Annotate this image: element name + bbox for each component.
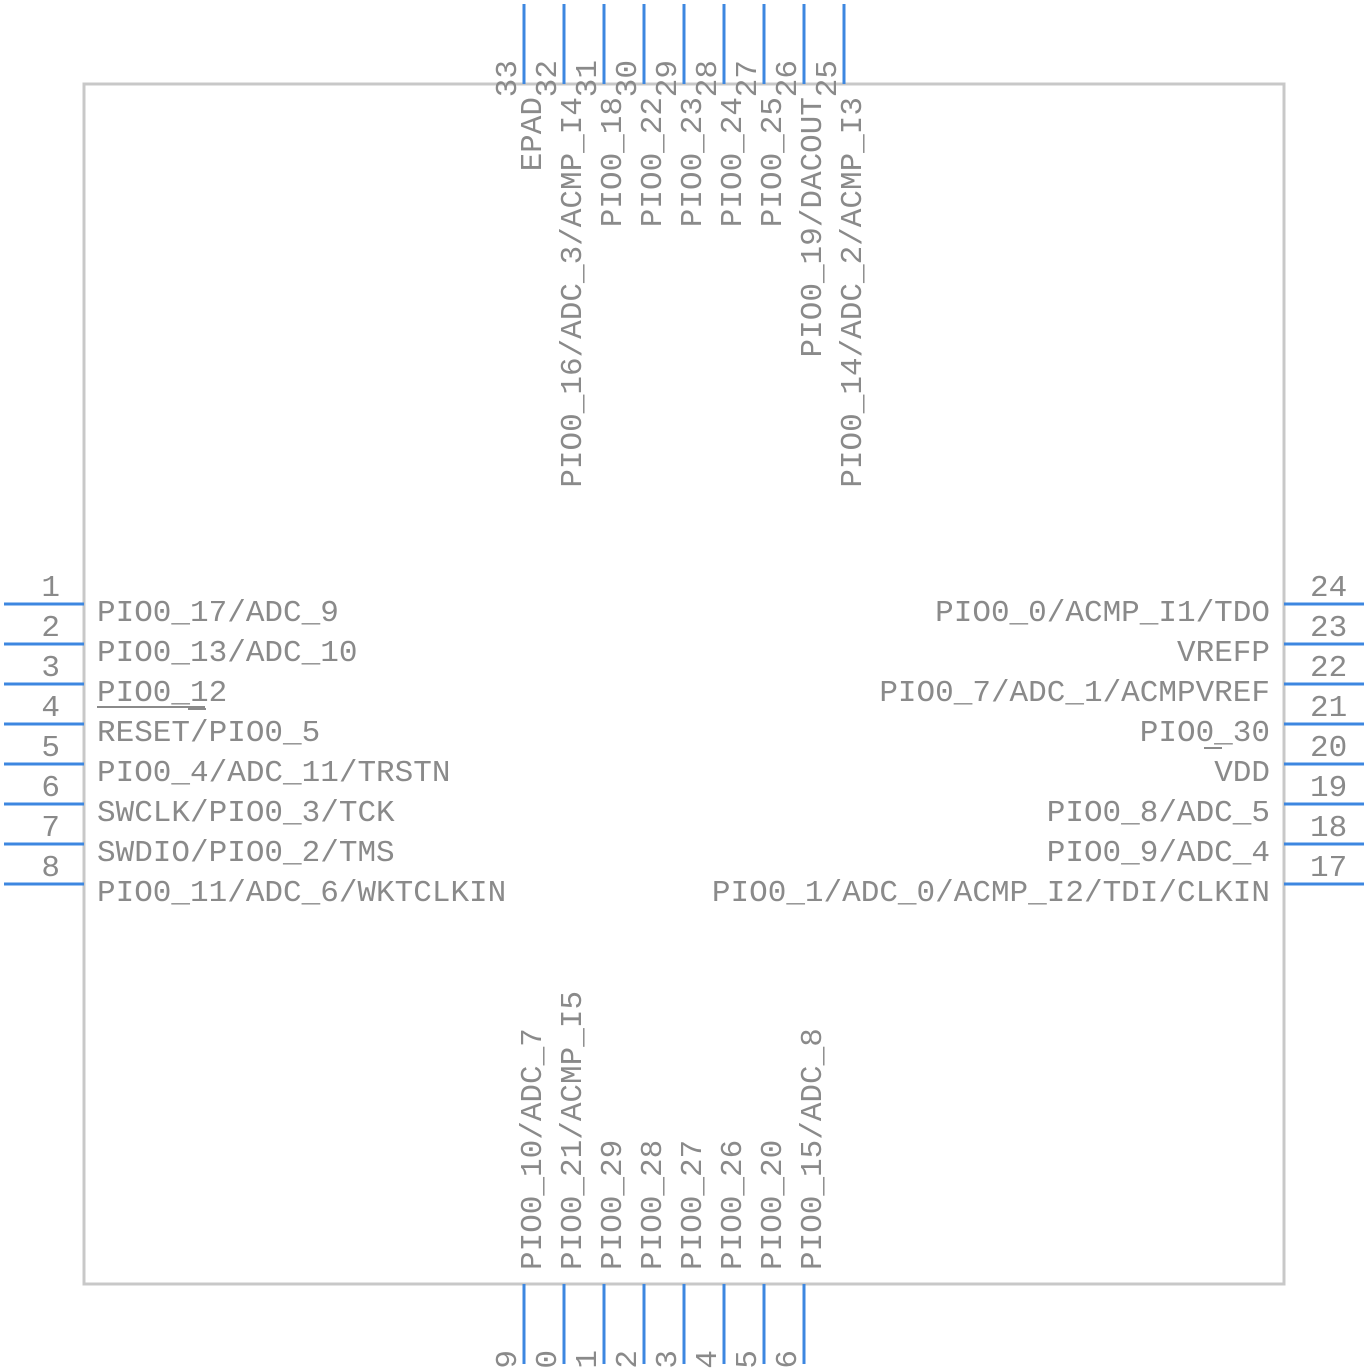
pin-number: 8 — [41, 851, 60, 886]
pin-number: 24 — [1310, 571, 1347, 606]
pin-label: PIO0_13/ADC_10 — [97, 636, 357, 671]
pin-number: 31 — [571, 60, 606, 97]
pin-number: 25 — [811, 60, 846, 97]
pin-label: RESET/PIO0_5 — [97, 716, 320, 751]
pin-number: 5 — [41, 731, 60, 766]
pin-number: 23 — [1310, 611, 1347, 646]
pin-label: PIO0_21/ACMP_I5 — [556, 991, 591, 1270]
pin-label: PIO0_27 — [676, 1140, 711, 1270]
pin-number: 18 — [1310, 811, 1347, 846]
pin-label: PIO0_8/ADC_5 — [1047, 796, 1270, 831]
pin-label: PIO0_11/ADC_6/WKTCLKIN — [97, 876, 506, 911]
pin-label: SWDIO/PIO0_2/TMS — [97, 836, 395, 871]
pin-label: PIO0_9/ADC_4 — [1047, 836, 1270, 871]
pin-number: 20 — [1310, 731, 1347, 766]
pin-label: PIO0_12 — [97, 676, 227, 711]
pin-label: PIO0_29 — [596, 1140, 631, 1270]
pin-number: 7 — [41, 811, 60, 846]
pin-number: 15 — [731, 1350, 766, 1368]
pin-number: 12 — [611, 1350, 646, 1368]
pin-number: 30 — [611, 60, 646, 97]
pin-label: PIO0_4/ADC_11/TRSTN — [97, 756, 450, 791]
pin-number: 3 — [41, 651, 60, 686]
pin-number: 17 — [1310, 851, 1347, 886]
pin-number: 1 — [41, 571, 60, 606]
pin-label: EPAD — [516, 97, 551, 171]
pin-number: 22 — [1310, 651, 1347, 686]
pin-number: 21 — [1310, 691, 1347, 726]
pin-label: VREFP — [1177, 636, 1270, 671]
pin-label: PIO0_20 — [756, 1140, 791, 1270]
pin-label: PIO0_10/ADC_7 — [516, 1028, 551, 1270]
pin-label: PIO0_1/ADC_0/ACMP_I2/TDI/CLKIN — [712, 876, 1270, 911]
pin-number: 28 — [691, 60, 726, 97]
pin-label: PIO0_0/ACMP_I1/TDO — [935, 596, 1270, 631]
pin-number: 26 — [771, 60, 806, 97]
pin-number: 6 — [41, 771, 60, 806]
pin-number: 11 — [571, 1350, 606, 1368]
pin-number: 14 — [691, 1350, 726, 1368]
pin-number: 16 — [771, 1350, 806, 1368]
pin-number: 32 — [531, 60, 566, 97]
pin-label: VDD — [1214, 756, 1270, 791]
pin-label: PIO0_18 — [596, 97, 631, 227]
pin-number: 19 — [1310, 771, 1347, 806]
pin-label: PIO0_19/DACOUT — [796, 97, 831, 357]
pin-number: 27 — [731, 60, 766, 97]
pin-number: 10 — [531, 1350, 566, 1368]
pin-label: PIO0_24 — [716, 97, 751, 227]
pin-label: PIO0_14/ADC_2/ACMP_I3 — [836, 97, 871, 488]
pin-label: PIO0_16/ADC_3/ACMP_I4 — [556, 97, 591, 488]
pin-number: 29 — [651, 60, 686, 97]
pin-label: PIO0_15/ADC_8 — [796, 1028, 831, 1270]
pin-label: PIO0_30 — [1140, 716, 1270, 751]
pin-label: PIO0_22 — [636, 97, 671, 227]
pin-number: 33 — [491, 60, 526, 97]
pin-number: 2 — [41, 611, 60, 646]
pin-label: SWCLK/PIO0_3/TCK — [97, 796, 395, 831]
pin-number: 9 — [491, 1350, 526, 1368]
pin-label: PIO0_17/ADC_9 — [97, 596, 339, 631]
pin-label: PIO0_23 — [676, 97, 711, 227]
pin-number: 4 — [41, 691, 60, 726]
pin-label: PIO0_25 — [756, 97, 791, 227]
pin-number: 13 — [651, 1350, 686, 1368]
pin-label: PIO0_26 — [716, 1140, 751, 1270]
pin-label: PIO0_7/ADC_1/ACMPVREF — [879, 676, 1270, 711]
pin-label: PIO0_28 — [636, 1140, 671, 1270]
